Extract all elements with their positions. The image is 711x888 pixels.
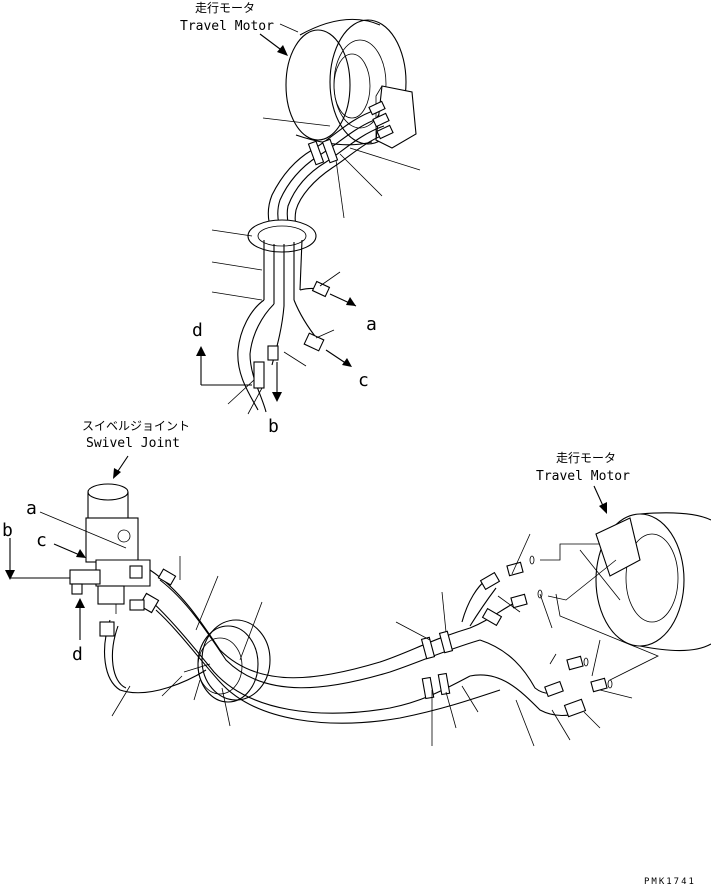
swivel-joint [69, 483, 151, 614]
lower-leader-lines [111, 533, 633, 747]
upper-label-c: c [358, 370, 369, 391]
upper-arrows [196, 293, 357, 402]
motor-fittings [506, 543, 659, 693]
lower-grommet [197, 619, 271, 703]
lower-hoses [99, 568, 587, 724]
text-labels: 走行モータ Travel Motor スイベルジョイント Swivel Join… [2, 1, 696, 887]
lower-travel-motor [579, 512, 711, 652]
swivel-joint-en: Swivel Joint [86, 436, 180, 451]
lower-label-c: c [36, 530, 47, 551]
upper-leader-lines [211, 23, 421, 415]
upper-label-d: d [192, 320, 203, 341]
upper-hoses [267, 100, 394, 239]
travel-motor-right-jp: 走行モータ [556, 451, 616, 465]
upper-label-a: a [366, 314, 377, 335]
drawing-code: PMK1741 [644, 877, 696, 887]
travel-motor-top-jp: 走行モータ [195, 1, 255, 15]
lower-arrows [5, 511, 127, 640]
lower-label-a: a [26, 498, 37, 519]
lower-label-d: d [72, 644, 83, 665]
title-pointers [113, 33, 607, 514]
upper-lower-hoses [237, 280, 331, 413]
upper-travel-motor [285, 18, 417, 149]
travel-motor-top-en: Travel Motor [180, 19, 274, 34]
lower-label-b: b [2, 520, 13, 541]
swivel-joint-jp: スイベルジョイント [82, 419, 190, 433]
upper-label-b: b [268, 416, 279, 437]
upper-grommet [247, 219, 317, 306]
travel-motor-right-en: Travel Motor [536, 469, 630, 484]
